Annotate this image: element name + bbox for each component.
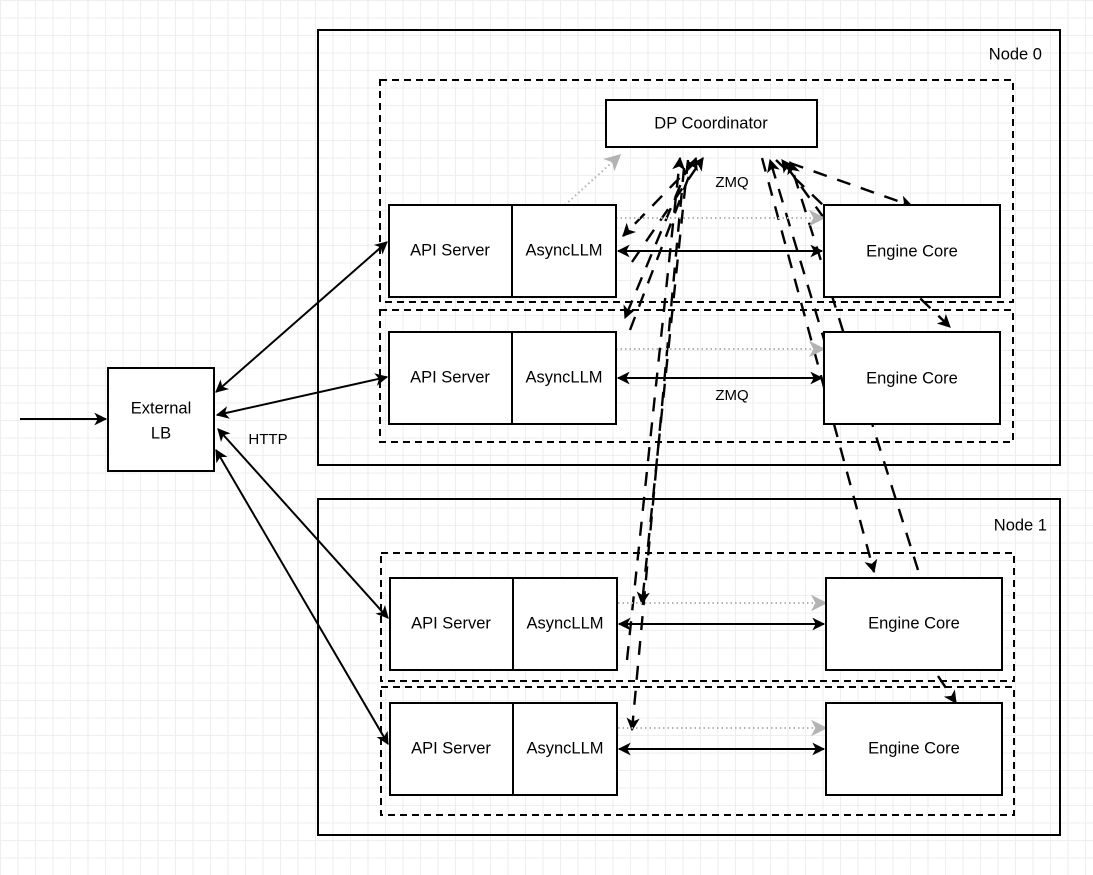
node-0-label: Node 0 [989, 45, 1042, 63]
asyncllm-label: AsyncLLM [526, 614, 603, 632]
api-server-label: API Server [410, 241, 490, 259]
zmq-label-bottom: ZMQ [715, 387, 748, 404]
engine-core-label: Engine Core [866, 242, 958, 260]
node-1-panel-1 [380, 686, 1015, 816]
lb-to-api-n0p0-arrow [215, 241, 388, 393]
api-server-label: API Server [411, 614, 491, 632]
dashed-core-n0p0-to-coordinator [781, 159, 825, 219]
dashed-coordinator-to-core-n0p0 [789, 161, 914, 209]
external-lb-label-line2: LB [151, 424, 171, 442]
dotted-gray-edges [564, 153, 828, 737]
asyncllm-label: AsyncLLM [525, 368, 602, 386]
api-server-asyncllm-n1p0[interactable]: API Server AsyncLLM [389, 577, 618, 671]
dashed-coordinator-to-asyncllm-n1p0 [636, 159, 690, 606]
dashed-asyncllm-n0p0-to-coordinator [631, 157, 704, 263]
asyncllm-label: AsyncLLM [525, 241, 602, 259]
node-1-label: Node 1 [994, 516, 1047, 534]
dotted-asyncllm-n0p0-to-coordinator [564, 153, 622, 206]
lb-to-api-n1p1-arrow [215, 448, 389, 746]
api-server-asyncllm-n0p0[interactable]: API Server AsyncLLM [388, 204, 617, 298]
dashed-coordinator-to-asyncllm-n1p1 [626, 167, 686, 732]
api-server-label: API Server [410, 368, 490, 386]
engine-core-n1p1[interactable]: Engine Core [825, 702, 1003, 796]
lb-to-api-n0p1-arrow [215, 373, 389, 419]
lb-to-api-n1p0-arrow [217, 428, 389, 619]
dashed-coordinator-to-asyncllm-n0p0 [622, 159, 698, 237]
engine-core-label: Engine Core [868, 739, 960, 757]
engine-core-label: Engine Core [866, 369, 958, 387]
dashed-core-n0p1-to-coordinator [767, 158, 828, 347]
http-label: HTTP [248, 431, 287, 448]
api-server-label: API Server [411, 739, 491, 757]
node-0-panel-0 [379, 79, 1014, 303]
dashed-coordinator-to-asyncllm-n0p1 [623, 161, 692, 320]
dashed-asyncllm-n1p0-to-coordinator [625, 156, 686, 661]
dashed-coordinator-to-core-n0p1 [775, 159, 951, 328]
dp-coordinator-label: DP Coordinator [654, 114, 768, 132]
external-lb-label-line1: External [131, 399, 192, 417]
dashed-asyncllm-n0p1-to-coordinator [628, 156, 698, 331]
dp-coordinator-box[interactable]: DP Coordinator [605, 99, 818, 148]
zmq-label-top: ZMQ [715, 174, 748, 191]
dashed-coordinator-to-core-n1p0 [760, 157, 878, 574]
engine-core-n1p0[interactable]: Engine Core [825, 577, 1003, 671]
engine-core-n0p0[interactable]: Engine Core [823, 204, 1001, 298]
engine-core-label: Engine Core [868, 614, 960, 632]
dashed-coordinator-to-core-n1p1 [937, 675, 957, 704]
api-server-asyncllm-n0p1[interactable]: API Server AsyncLLM [388, 331, 617, 425]
asyncllm-label: AsyncLLM [526, 739, 603, 757]
engine-core-n0p1[interactable]: Engine Core [823, 331, 1001, 425]
api-server-asyncllm-n1p1[interactable]: API Server AsyncLLM [389, 702, 618, 796]
external-lb-box[interactable]: External LB [107, 367, 215, 472]
